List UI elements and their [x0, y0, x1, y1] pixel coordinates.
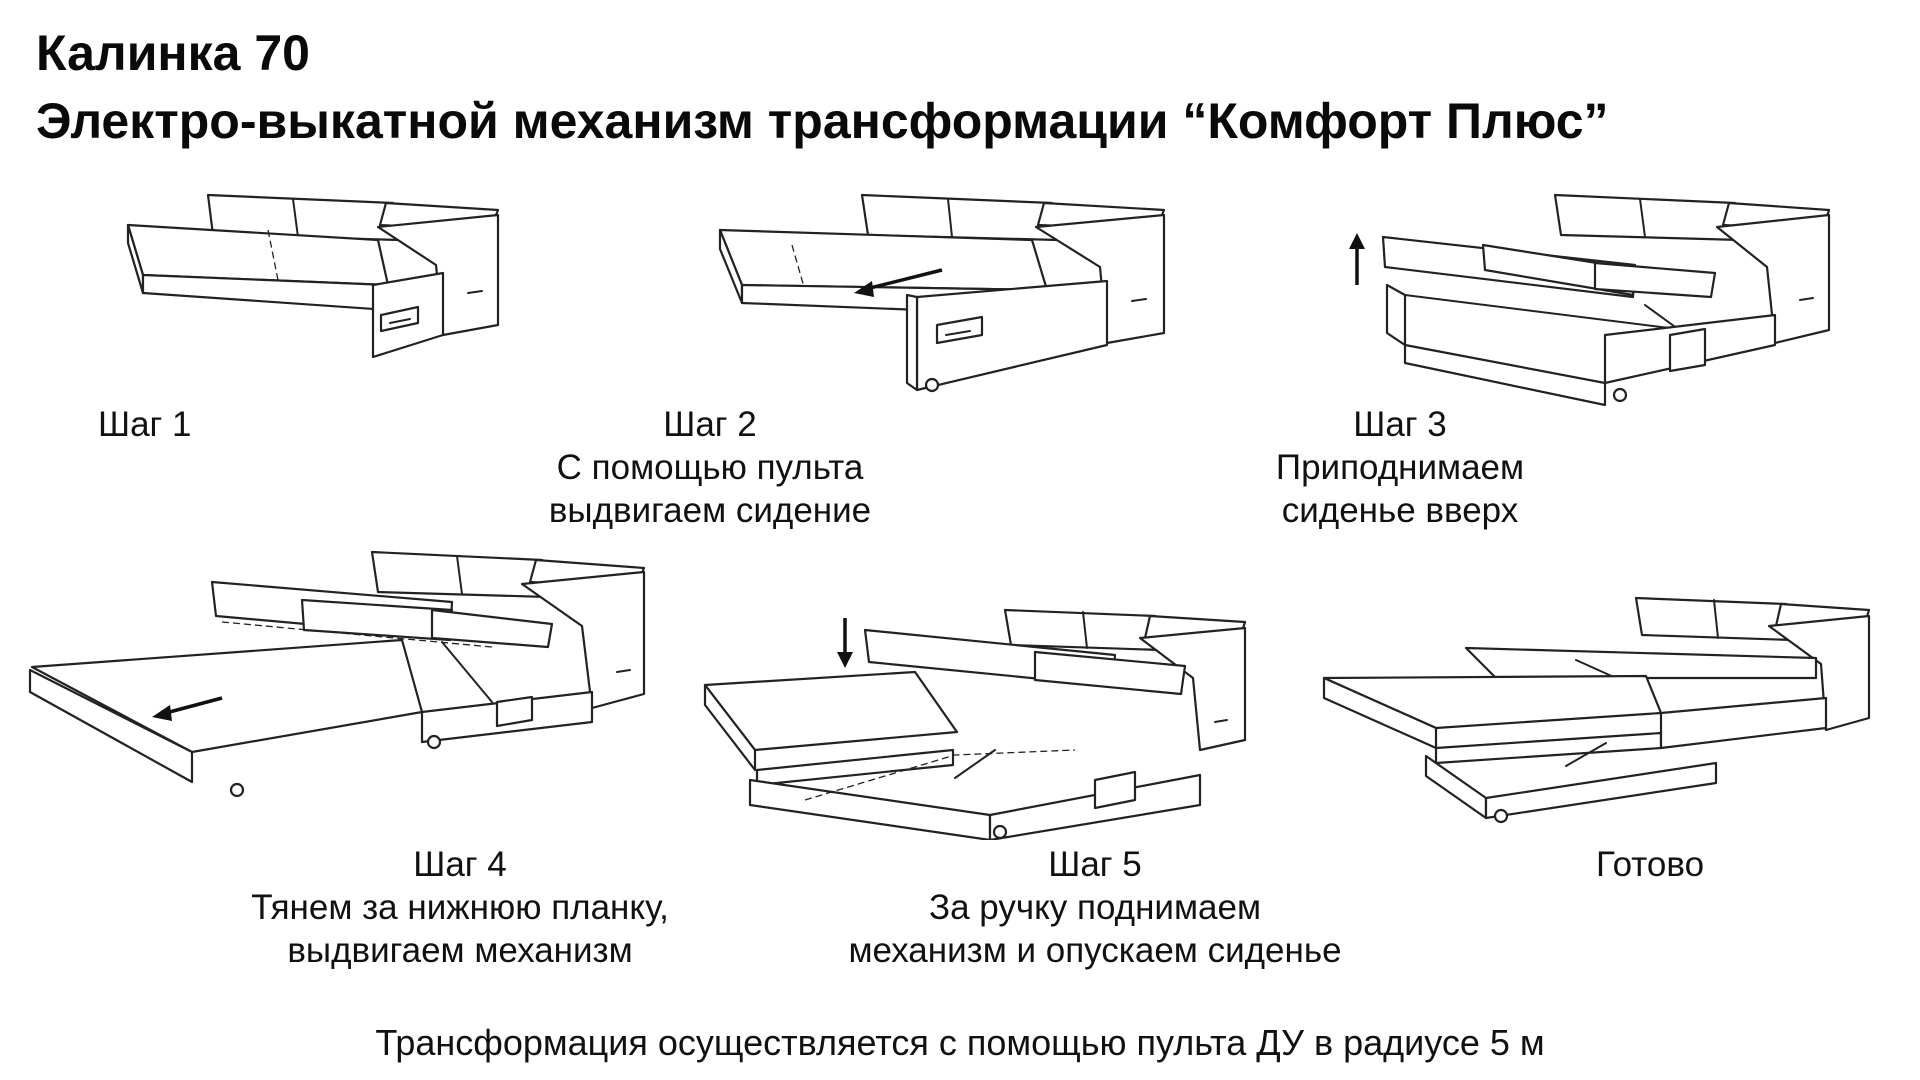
ready-illustration: [1316, 588, 1876, 828]
step-2-line-2: выдвигаем сидение: [548, 491, 872, 530]
footer-note: Трансформация осуществляется с помощью п…: [375, 1022, 1545, 1063]
step-5-label: Шаг 5: [1048, 845, 1142, 884]
step-1-caption: Шаг 1: [98, 403, 192, 446]
step-5-line-1: За ручку поднимаем: [928, 888, 1262, 927]
step-2-caption: Шаг 2 С помощью пульта выдвигаем сидение: [500, 403, 920, 532]
step-3-illustration: [1345, 185, 1835, 415]
step-4-caption: Шаг 4 Тянем за нижнюю планку, выдвигаем …: [210, 843, 710, 972]
ready-caption: Готово: [1470, 843, 1830, 886]
step-3-line-2: сиденье вверх: [1281, 491, 1519, 530]
step-1-label: Шаг 1: [98, 405, 192, 444]
step-4-line-1: Тянем за нижнюю планку,: [251, 888, 669, 927]
step-3-line-1: Приподнимаем: [1275, 448, 1525, 487]
page-title: Калинка 70: [36, 25, 310, 81]
step-5-illustration: [695, 600, 1255, 840]
step-4-line-2: выдвигаем механизм: [287, 931, 633, 970]
step-2-illustration: [712, 185, 1172, 405]
step-5-caption: Шаг 5 За ручку поднимаем механизм и опус…: [795, 843, 1395, 972]
step-4-illustration: [22, 542, 662, 812]
step-4-label: Шаг 4: [413, 845, 507, 884]
ready-label: Готово: [1595, 845, 1705, 884]
step-1-illustration: [118, 185, 518, 385]
step-3-caption: Шаг 3 Приподнимаем сиденье вверх: [1190, 403, 1610, 532]
step-2-line-1: С помощью пульта: [556, 448, 864, 487]
step-2-label: Шаг 2: [663, 405, 757, 444]
step-5-line-2: механизм и опускаем сиденье: [848, 931, 1342, 970]
page-subtitle: Электро-выкатной механизм трансформации …: [36, 93, 1609, 149]
step-3-label: Шаг 3: [1353, 405, 1447, 444]
